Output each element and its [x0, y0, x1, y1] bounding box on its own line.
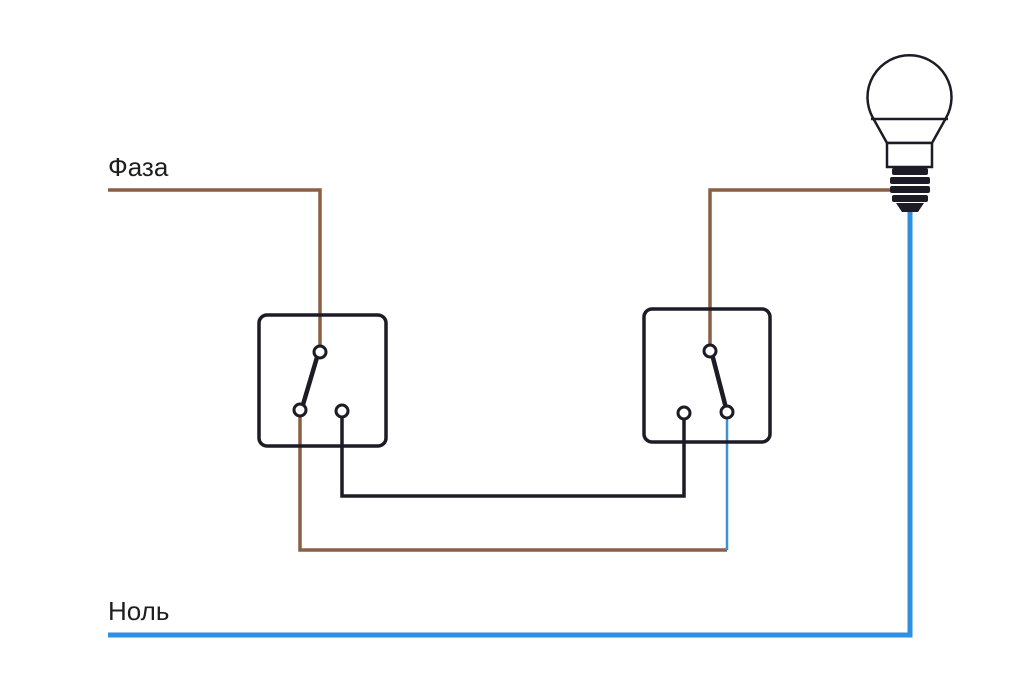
- neutral-wire: [108, 212, 913, 638]
- switch-1-housing: [257, 313, 388, 448]
- traveler-wire-black: [340, 411, 686, 498]
- neutral-label: Ноль: [108, 596, 169, 626]
- phase-label: Фаза: [108, 152, 169, 182]
- traveler-wire-brown: [298, 410, 727, 552]
- bulb-base-thread-1: [892, 168, 928, 175]
- switch-1-common-terminal: [312, 344, 328, 360]
- switch-1: [257, 313, 388, 448]
- switch-2: [642, 307, 772, 444]
- bulb-base-thread-2: [890, 177, 930, 184]
- switch-2-common-terminal: [702, 343, 718, 359]
- switch-1-right-terminal: [334, 403, 350, 419]
- switch-2-housing: [642, 307, 772, 444]
- bulb-base-thread-3: [890, 186, 930, 193]
- switch-1-lever: [299, 351, 321, 411]
- switch-1-left-terminal: [292, 402, 308, 418]
- switch-2-left-terminal: [676, 405, 692, 421]
- light-bulb-icon: [866, 54, 953, 212]
- switch-2-right-terminal: [719, 404, 735, 420]
- lamp-phase-wire: [708, 188, 896, 350]
- bulb-base-thread-4: [892, 195, 928, 202]
- bulb-base-tip: [896, 203, 924, 212]
- phase-wire: [108, 188, 322, 350]
- bulb-collar: [885, 141, 934, 169]
- bulb-globe: [866, 54, 953, 145]
- switch-2-lever: [709, 351, 729, 411]
